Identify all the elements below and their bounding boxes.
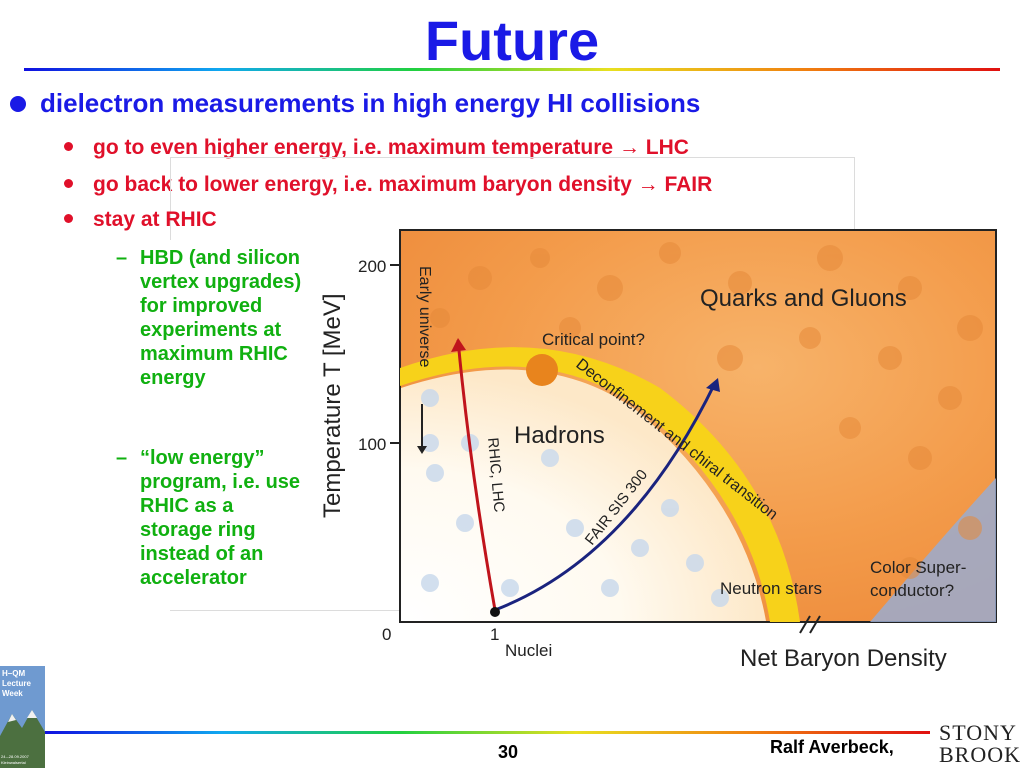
color-superconductor-region bbox=[870, 478, 996, 622]
color-super-label-1: Color Super- bbox=[870, 558, 966, 577]
nuclei-point bbox=[490, 607, 500, 617]
footer-line bbox=[45, 731, 930, 734]
nuclei-label: Nuclei bbox=[505, 641, 552, 660]
color-super-label-2: conductor? bbox=[870, 581, 954, 600]
bullet-dot-icon bbox=[64, 214, 73, 223]
hqm-lecture-week-logo: H–QM Lecture Week 24.–28.09.2007 Kleinwa… bbox=[0, 666, 45, 768]
phase-diagram: 200 100 0 1 Nuclei Net Baryon Density Te… bbox=[319, 229, 997, 672]
critical-point-label: Critical point? bbox=[542, 330, 645, 349]
svg-text:24.–28.09.2007: 24.–28.09.2007 bbox=[1, 754, 30, 759]
sub-bullet-3-text: stay at RHIC bbox=[93, 208, 217, 231]
y-tick-0: 0 bbox=[382, 625, 391, 644]
x-tick-1: 1 bbox=[490, 625, 499, 644]
y-axis-label: Temperature T [MeV] bbox=[319, 293, 346, 518]
early-universe-arrow bbox=[417, 404, 427, 454]
neutron-stars-label: Neutron stars bbox=[720, 579, 822, 598]
hadron-particles bbox=[421, 389, 729, 607]
region-qgp-label: Quarks and Gluons bbox=[700, 285, 907, 312]
axis-break-icon bbox=[799, 615, 821, 634]
sub-sub-bullet-1-text: HBD (and silicon vertex upgrades) for im… bbox=[140, 247, 302, 389]
x-axis-label: Net Baryon Density bbox=[740, 645, 947, 672]
early-universe-label: Early universe bbox=[416, 266, 433, 367]
critical-point-marker bbox=[526, 354, 558, 386]
svg-text:H–QM: H–QM bbox=[2, 669, 25, 678]
qgp-bubbles bbox=[430, 242, 983, 579]
fair-arrow bbox=[494, 378, 720, 612]
bullet-dot-icon bbox=[64, 179, 73, 188]
author-name: Ralf Averbeck, bbox=[770, 737, 894, 757]
y-tick-100: 100 bbox=[358, 435, 386, 454]
sub-bullet-1-text: go to even higher energy, i.e. maximum t… bbox=[93, 136, 619, 159]
sub-bullet-3: stay at RHIC bbox=[64, 208, 217, 232]
sub-bullet-1: go to even higher energy, i.e. maximum t… bbox=[64, 136, 689, 160]
transition-band bbox=[400, 347, 800, 622]
sub-bullet-2-target: FAIR bbox=[664, 173, 713, 196]
hadron-region bbox=[401, 369, 766, 621]
dash-icon: – bbox=[116, 247, 128, 269]
page-number: 30 bbox=[498, 742, 519, 762]
bullet-main: dielectron measurements in high energy H… bbox=[10, 88, 700, 119]
bullet-dot-icon bbox=[10, 96, 26, 112]
title-underline bbox=[24, 68, 1000, 71]
arrow-icon: → bbox=[637, 173, 659, 196]
sub-bullet-2-text: go back to lower energy, i.e. maximum ba… bbox=[93, 173, 638, 196]
text-backdrop bbox=[112, 240, 312, 610]
bullet-dot-icon bbox=[64, 142, 73, 151]
svg-text:Lecture: Lecture bbox=[2, 679, 31, 688]
slide-title: Future bbox=[424, 9, 600, 72]
rhic-lhc-label: RHIC, LHC bbox=[484, 437, 507, 513]
sub-bullet-1-target: LHC bbox=[645, 136, 689, 159]
sub-bullet-2: go back to lower energy, i.e. maximum ba… bbox=[64, 173, 712, 197]
bullet-main-text: dielectron measurements in high energy H… bbox=[40, 88, 701, 118]
region-hadrons-label: Hadrons bbox=[514, 422, 605, 449]
y-tick-200: 200 bbox=[358, 257, 386, 276]
dash-icon: – bbox=[116, 447, 128, 469]
stony-brook-logo: STONY BROOK bbox=[939, 720, 1022, 767]
svg-text:Week: Week bbox=[2, 689, 23, 698]
arrow-icon: → bbox=[618, 136, 640, 159]
rhic-lhc-arrow bbox=[451, 338, 497, 611]
sub-sub-bullet-2-text: “low energy” program, i.e. use RHIC as a… bbox=[140, 447, 301, 589]
svg-text:Kleinwalsertal: Kleinwalsertal bbox=[1, 760, 26, 765]
